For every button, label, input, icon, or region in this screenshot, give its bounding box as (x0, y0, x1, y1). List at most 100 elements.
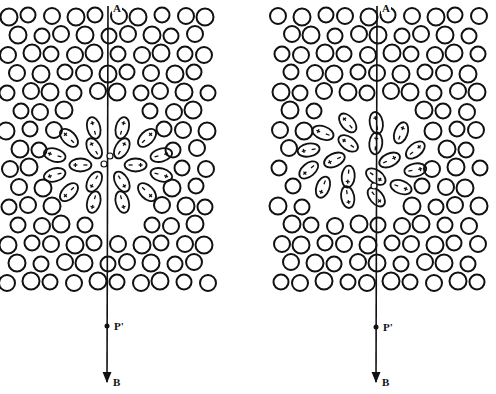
molecule-circle (0, 123, 15, 140)
plus-sign (343, 118, 346, 121)
molecule-circle (415, 179, 430, 194)
polarized-molecule (85, 116, 103, 141)
molecule-circle (450, 273, 467, 290)
molecule-circle (90, 273, 107, 290)
molecule-circle (11, 218, 26, 233)
plus-sign (418, 145, 421, 148)
molecule-circle (393, 66, 410, 83)
molecule-circle (403, 275, 418, 290)
molecule-circle (468, 122, 484, 138)
molecule-circle (110, 236, 126, 252)
polarized-molecule (341, 165, 356, 188)
molecule-circle (145, 218, 160, 233)
molecule-circle (32, 104, 48, 120)
minus-sign (58, 173, 62, 174)
molecule-circle (187, 65, 202, 80)
molecule-circle (1, 9, 18, 26)
molecule-circle (307, 104, 322, 119)
molecule-circle (177, 275, 192, 290)
plus-sign (75, 163, 76, 167)
axis-end-label: A (381, 2, 391, 14)
molecule-circle (154, 197, 170, 213)
molecule-circle (471, 47, 486, 62)
molecule-circle (14, 104, 29, 119)
polarized-ellipse (85, 190, 103, 215)
molecule-circle (199, 123, 216, 140)
molecule-circle (23, 122, 38, 137)
plus-sign (302, 150, 306, 152)
minus-sign (142, 187, 145, 190)
plus-sign (64, 194, 67, 197)
minus-sign (350, 125, 353, 128)
molecule-circle (130, 9, 147, 26)
point-label: P' (113, 320, 125, 332)
molecule-circle (67, 86, 82, 101)
polarized-molecule (42, 146, 67, 164)
molecule-circle (90, 83, 106, 99)
molecule-circle (438, 179, 454, 195)
molecule-circle (459, 104, 475, 120)
molecule-circle (273, 84, 290, 101)
molecule-circle (293, 86, 308, 101)
molecule-circle (109, 84, 126, 101)
molecule-circle (177, 236, 193, 252)
minus-sign (348, 170, 350, 174)
molecule-circle (426, 275, 442, 291)
polarized-ellipse (85, 116, 103, 141)
plus-sign (166, 174, 167, 178)
plus-sign (122, 206, 126, 207)
molecule-circle (304, 218, 319, 233)
molecule-circle (44, 47, 59, 62)
molecule-circle (76, 65, 92, 81)
minus-sign (83, 164, 87, 165)
molecule-circle (144, 27, 161, 44)
polarized-molecule (149, 146, 174, 164)
molecule-circle (370, 27, 387, 44)
polarized-ellipse (297, 142, 321, 159)
polarized-molecule (113, 116, 131, 141)
polarized-ellipse (336, 110, 360, 135)
molecule-circle (76, 255, 93, 272)
molecule-circle (201, 86, 216, 101)
molecule-circle (341, 275, 356, 290)
molecule-circle (200, 275, 216, 291)
polarized-ellipse (391, 120, 411, 145)
molecule-circle (270, 8, 286, 24)
polarized-molecule (83, 136, 105, 162)
molecule-circle (35, 29, 50, 44)
molecule-circle (178, 47, 193, 62)
molecule-circle (384, 45, 401, 62)
polarized-ellipse (135, 125, 160, 150)
plus-sign (303, 172, 306, 175)
molecule-group (0, 8, 488, 292)
plus-sign (49, 152, 50, 156)
minus-sign (155, 173, 159, 174)
molecule-circle (307, 255, 324, 272)
molecule-circle (450, 83, 466, 99)
polarized-molecule (403, 162, 427, 179)
axis-end-label: B (381, 376, 390, 388)
molecule-circle (187, 26, 203, 42)
molecule-circle (281, 140, 297, 156)
plus-sign (319, 191, 323, 192)
molecule-circle (66, 275, 82, 291)
minus-sign (58, 156, 62, 157)
minus-sign (155, 156, 159, 157)
molecule-circle (25, 236, 40, 251)
minus-sign (94, 195, 95, 199)
molecule-circle (417, 254, 433, 270)
molecule-circle (53, 26, 69, 42)
molecule-circle (164, 29, 179, 44)
minus-sign (394, 185, 398, 186)
molecule-circle (402, 84, 419, 101)
plus-sign (303, 149, 305, 153)
molecule-circle (316, 83, 332, 99)
plus-sign (90, 123, 94, 124)
plus-sign (64, 133, 67, 136)
plus-sign (166, 152, 167, 156)
polarized-ellipse (310, 123, 335, 143)
polarized-molecule (57, 180, 82, 205)
molecule-circle (383, 83, 399, 99)
molecule-circle (143, 255, 160, 272)
